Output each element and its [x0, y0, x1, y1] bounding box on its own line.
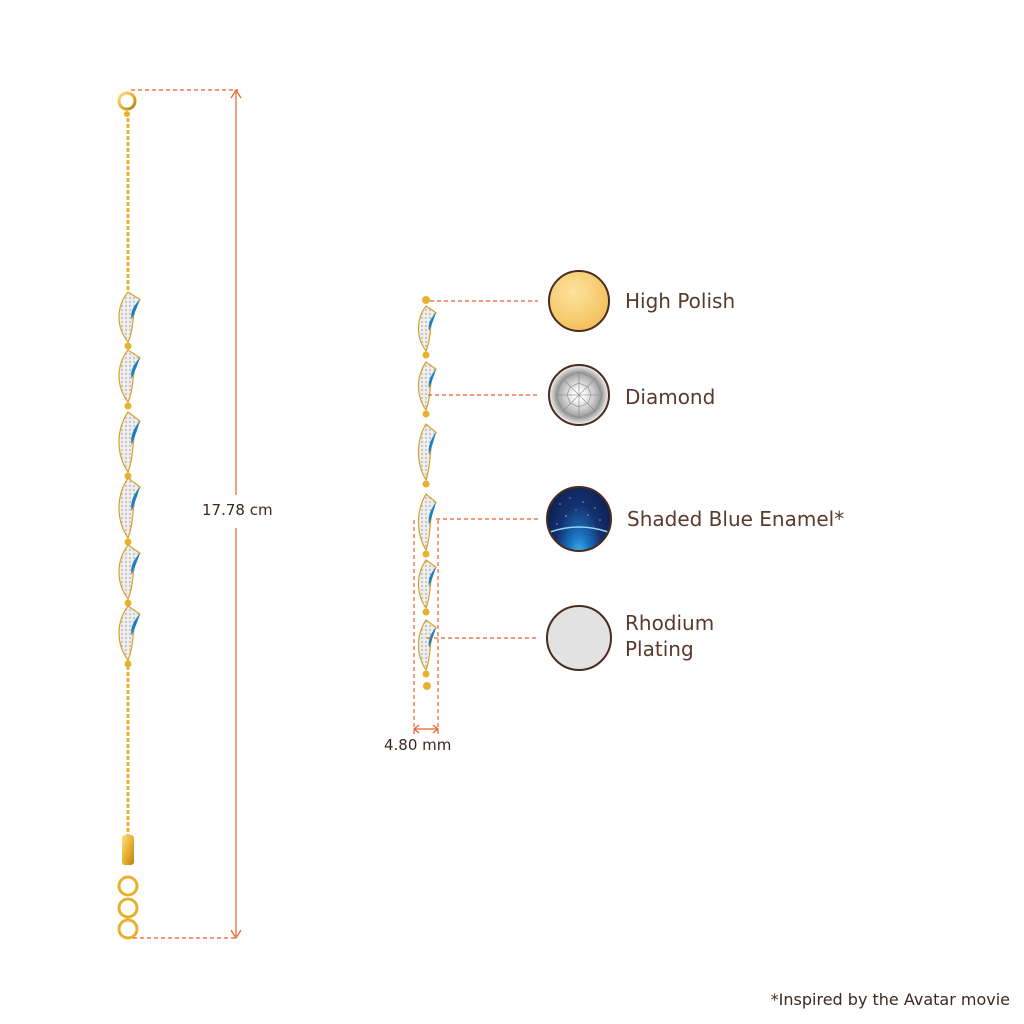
- bracelet-motif: [118, 291, 141, 350]
- bracelet-motif: [417, 361, 437, 418]
- material-label-rhodium-line1: Rhodium: [625, 611, 715, 635]
- width-label: 4.80 mm: [384, 736, 452, 754]
- width-dimension: [413, 520, 439, 735]
- long-bracelet: [117, 91, 141, 940]
- length-label: 17.78 cm: [202, 501, 273, 519]
- diamond-swatch-icon: [548, 364, 610, 426]
- length-dimension: [131, 88, 242, 940]
- material-label-diamond: Diamond: [625, 385, 716, 409]
- material-label-high-polish: High Polish: [625, 289, 736, 313]
- material-label-rhodium: Rhodium Plating: [625, 610, 714, 662]
- bracelet-motif: [118, 605, 141, 668]
- leader-lines: [427, 300, 538, 639]
- bracelet-motif: [118, 411, 141, 480]
- footnote: *Inspired by the Avatar movie: [770, 990, 1010, 1009]
- bracelet-motif: [118, 349, 141, 410]
- bracelet-motif: [417, 305, 437, 359]
- bracelet-motif: [417, 423, 437, 488]
- blue-enamel-swatch-icon: [546, 486, 612, 552]
- bracelet-motif: [118, 477, 141, 546]
- material-label-blue-enamel: Shaded Blue Enamel*: [627, 507, 845, 531]
- detail-bracelet: [417, 296, 437, 690]
- bracelet-motif: [118, 544, 141, 607]
- gold-swatch-icon: [548, 270, 610, 332]
- bracelet-motif: [417, 559, 437, 616]
- rhodium-swatch-icon: [546, 605, 612, 671]
- material-label-rhodium-line2: Plating: [625, 637, 694, 661]
- bracelet-motif: [417, 493, 437, 558]
- bracelet-motif: [417, 619, 437, 678]
